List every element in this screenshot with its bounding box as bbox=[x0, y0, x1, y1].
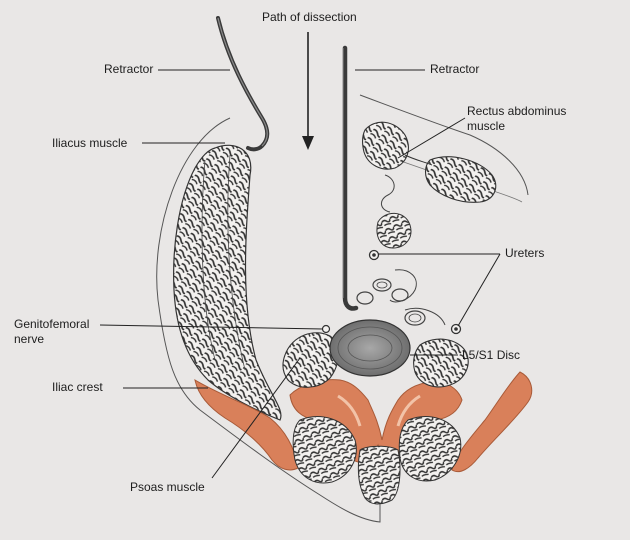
rectus-abdominus-shape-1 bbox=[362, 121, 409, 170]
body-outline bbox=[156, 117, 381, 523]
genitofemoral-nerve-label: Genitofemoral nerve bbox=[14, 317, 90, 346]
psoas-muscle-left-shape bbox=[282, 332, 339, 388]
bowel-loops bbox=[381, 174, 395, 213]
retractor-left-label: Retractor bbox=[104, 62, 154, 76]
psoas-muscle-label: Psoas muscle bbox=[130, 480, 205, 494]
iliac-crest-label: Iliac crest bbox=[52, 380, 103, 394]
sacral-ala-left bbox=[292, 416, 357, 484]
abdominal-wall bbox=[359, 94, 529, 196]
retractor-right-label: Retractor bbox=[430, 62, 480, 76]
bowel-mass bbox=[376, 212, 412, 249]
genitofemoral-nerve-dot bbox=[321, 324, 331, 334]
iliacus-muscle-shape bbox=[173, 144, 282, 421]
ureters-label: Ureters bbox=[505, 246, 545, 260]
l5-s1-disc-label: L5/S1 Disc bbox=[462, 348, 521, 362]
sacral-ala-right bbox=[398, 416, 462, 482]
iliacus-muscle-label: Iliacus muscle bbox=[52, 136, 128, 150]
l5-s1-disc-shape bbox=[329, 319, 411, 377]
iliac-crest-right-bone bbox=[451, 371, 533, 473]
leader-lines bbox=[99, 69, 501, 479]
retractor-right-shape bbox=[342, 45, 359, 311]
rectus-abdominus-label: Rectus abdominus muscle bbox=[467, 104, 567, 133]
psoas-muscle-right-shape bbox=[413, 338, 469, 388]
path-of-dissection-label: Path of dissection bbox=[262, 10, 357, 24]
iliac-crest-left-bone bbox=[194, 378, 299, 471]
rectus-abdominus-shape-2 bbox=[424, 156, 497, 203]
sacrum-center bbox=[357, 445, 401, 505]
